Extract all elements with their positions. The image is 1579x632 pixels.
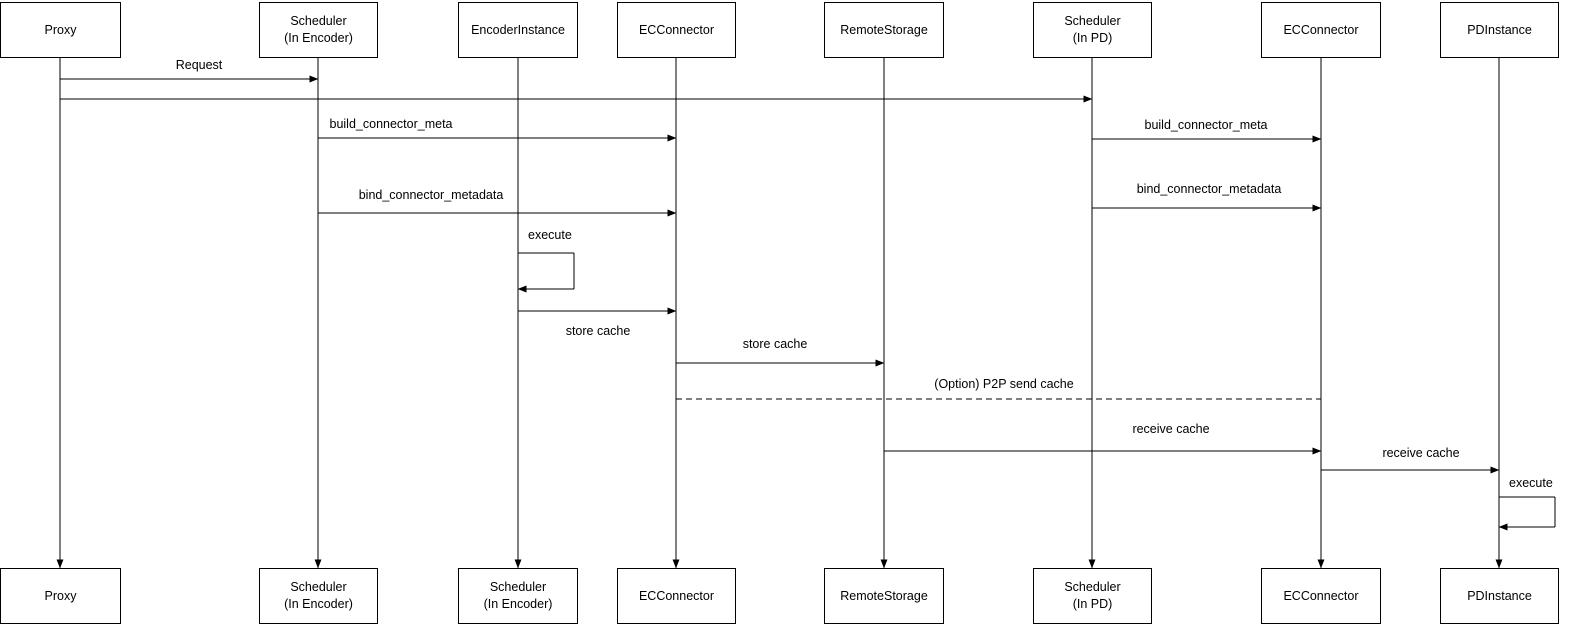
participant-pd_instance-bottom[interactable]: PDInstance <box>1440 568 1559 624</box>
message-label-m3: build_connector_meta <box>329 117 453 131</box>
lifelines-group <box>56 58 1503 569</box>
participant-encoder_inst-bottom[interactable]: Scheduler (In Encoder) <box>458 568 578 624</box>
message-arrows-group <box>60 75 1500 474</box>
participant-sublabel: (In PD) <box>1072 597 1113 611</box>
participant-label: Scheduler <box>290 14 347 29</box>
participant-label: Scheduler <box>1064 14 1121 29</box>
participant-label: Scheduler <box>1064 580 1121 595</box>
participant-label: Proxy <box>44 588 77 603</box>
selfcall-label-s2: execute <box>1509 476 1553 490</box>
participant-sched_pd-top[interactable]: Scheduler (In PD) <box>1033 2 1152 58</box>
message-label-m7: store cache <box>565 324 631 338</box>
participant-label: ECConnector <box>638 22 715 37</box>
participant-label: PDInstance <box>1467 588 1532 603</box>
participant-label: Scheduler <box>489 580 547 595</box>
participant-encoder_inst-top[interactable]: EncoderInstance <box>458 2 578 58</box>
message-label-m10: receive cache <box>1132 422 1210 436</box>
message-label-m5: bind_connector_metadata <box>358 188 504 202</box>
message-label-m1: Request <box>175 58 223 72</box>
participant-label: RemoteStorage <box>840 588 928 603</box>
selfcall-label-s1: execute <box>528 228 572 242</box>
participant-pd_instance-top[interactable]: PDInstance <box>1440 2 1559 58</box>
participant-proxy-top[interactable]: Proxy <box>0 2 121 58</box>
participant-remote_storage-bottom[interactable]: RemoteStorage <box>824 568 944 624</box>
message-label-m6: bind_connector_metadata <box>1136 182 1282 196</box>
participant-proxy-bottom[interactable]: Proxy <box>0 568 121 624</box>
participant-label: Scheduler <box>290 580 347 595</box>
participant-sublabel: (In Encoder) <box>284 597 353 611</box>
participant-label: ECConnector <box>1283 588 1359 603</box>
participant-ec_conn_enc-bottom[interactable]: ECConnector <box>617 568 736 624</box>
participant-sublabel: (In Encoder) <box>284 31 353 45</box>
participant-sched_enc-top[interactable]: Scheduler (In Encoder) <box>259 2 378 58</box>
participant-sublabel: (In Encoder) <box>483 597 553 611</box>
participant-ec_conn_pd-bottom[interactable]: ECConnector <box>1261 568 1381 624</box>
self-call-loops-group <box>517 252 1556 531</box>
participant-label: ECConnector <box>1283 22 1359 37</box>
message-label-m11: receive cache <box>1382 446 1460 460</box>
participant-label: ECConnector <box>638 588 715 603</box>
participant-sublabel: (In PD) <box>1072 31 1113 45</box>
participant-label: PDInstance <box>1467 22 1532 37</box>
message-label-m9: (Option) P2P send cache <box>934 377 1074 391</box>
participant-label: RemoteStorage <box>840 22 928 37</box>
participant-remote_storage-top[interactable]: RemoteStorage <box>824 2 944 58</box>
participant-sched_enc-bottom[interactable]: Scheduler (In Encoder) <box>259 568 378 624</box>
participant-label: Proxy <box>44 22 77 37</box>
participant-ec_conn_pd-top[interactable]: ECConnector <box>1261 2 1381 58</box>
message-label-m8: store cache <box>742 337 808 351</box>
participant-sched_pd-bottom[interactable]: Scheduler (In PD) <box>1033 568 1152 624</box>
participant-ec_conn_enc-top[interactable]: ECConnector <box>617 2 736 58</box>
participant-label: EncoderInstance <box>471 22 565 37</box>
message-label-m4: build_connector_meta <box>1144 118 1268 132</box>
